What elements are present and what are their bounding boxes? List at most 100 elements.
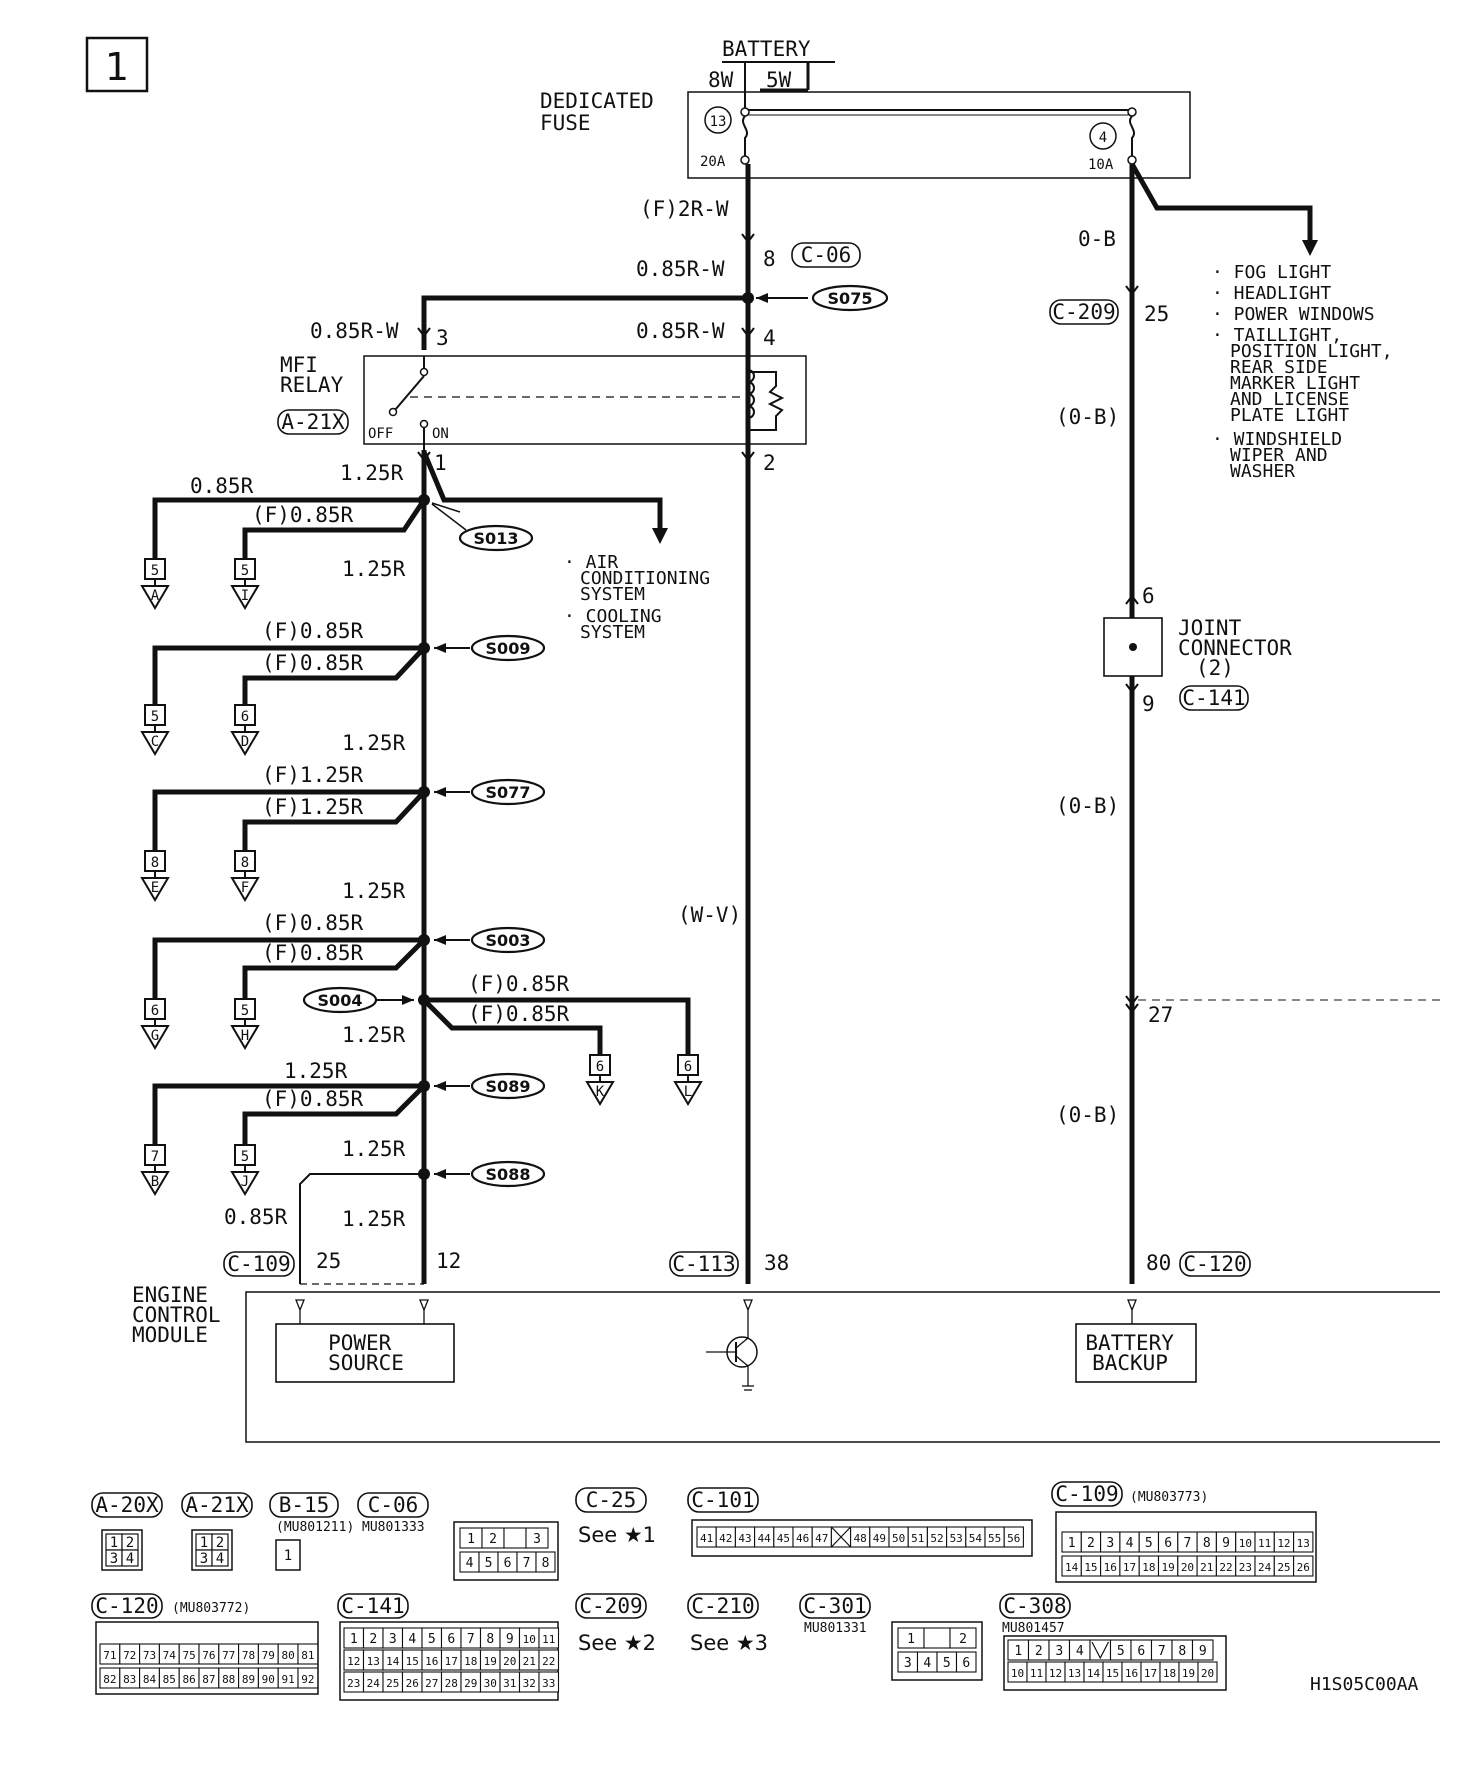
wire-ob-3: (0-B)	[1056, 1103, 1119, 1127]
branch-terminal-letter: G	[151, 1028, 159, 1044]
legend-pin: 1	[1068, 1536, 1076, 1551]
legend-pin: 8	[1178, 1644, 1186, 1659]
legend-pin: 3	[1055, 1644, 1063, 1659]
legend-a21x-label: A-21X	[185, 1493, 249, 1517]
legend-pin: 88	[222, 1673, 235, 1686]
legend-pin: 10	[523, 1633, 536, 1646]
legend-pin: 19	[484, 1655, 497, 1668]
legend-pin: 13	[1297, 1537, 1310, 1550]
legend-pin: 41	[700, 1532, 713, 1545]
legend-pin: 15	[1106, 1667, 1119, 1680]
legend-pin: 24	[1258, 1561, 1272, 1574]
branch-terminal-pin: 6	[151, 1003, 159, 1019]
fuse-13-marker	[704, 106, 732, 134]
relay-coil-line: (F)2R-W 0.85R-W 8 C-06 S075 0.85R-W 3 0.…	[310, 164, 889, 1284]
legend-pin: 9	[1222, 1536, 1230, 1551]
branch-terminal: 5C	[140, 702, 170, 756]
branch-terminal: 6K	[585, 1052, 615, 1106]
branch-terminal: 6L	[673, 1052, 703, 1106]
branch-terminal-letter: K	[596, 1084, 605, 1100]
legend-pin: 9	[1199, 1644, 1207, 1659]
legend-pin: 3	[389, 1632, 397, 1647]
legend-pin: 4	[1076, 1644, 1084, 1659]
legend-pin: 14	[1065, 1561, 1079, 1574]
pin-6: 6	[1142, 584, 1155, 608]
legend-pin: 2	[959, 1632, 967, 1647]
pin-3: 3	[436, 326, 449, 350]
legend-pin: 5	[1117, 1644, 1125, 1659]
wire-125r-5: 1.25R	[342, 1023, 406, 1047]
wire-f085-s004a: (F)0.85R	[468, 972, 570, 996]
legend-pin: 26	[1297, 1561, 1310, 1574]
splice-s009	[470, 634, 546, 662]
battery: BATTERY 8W 5W	[708, 37, 835, 104]
legend-pin: 1	[1014, 1644, 1022, 1659]
legend-pin: 25	[386, 1677, 399, 1690]
legend-c209-see: See ★2	[578, 1631, 656, 1655]
wire-125r-2: 1.25R	[342, 557, 406, 581]
wire-f085-s004b: (F)0.85R	[468, 1002, 570, 1026]
legend-pin: 33	[542, 1677, 555, 1690]
page-number-box: 1	[85, 36, 149, 93]
branch-terminal-letter: L	[684, 1084, 692, 1100]
pin-80: 80	[1146, 1251, 1171, 1275]
legend-pin: 20	[503, 1655, 516, 1668]
branch-terminal-pin: 6	[596, 1059, 604, 1075]
connector-c209	[1049, 299, 1119, 325]
wire-125r-1: 1.25R	[340, 461, 404, 485]
legend-pin: 86	[182, 1673, 195, 1686]
legend-pin: 85	[163, 1673, 176, 1686]
legend-pin: 3	[533, 1532, 541, 1547]
legend-pin: 7	[1184, 1536, 1192, 1551]
branch-terminal-letter: E	[151, 880, 159, 896]
legend-pin: 19	[1162, 1561, 1175, 1574]
branch-terminal: 5J	[230, 1142, 260, 1196]
legend-pin: 55	[988, 1532, 1001, 1545]
pin-9: 9	[1142, 692, 1155, 716]
splice-s003	[470, 926, 546, 954]
branch-terminal-pin: 8	[241, 855, 249, 871]
connector-a21x-label: A-21X	[281, 410, 345, 434]
legend-pin: 25	[1277, 1561, 1290, 1574]
splice-s009-label: S009	[486, 639, 531, 658]
legend-pin: 16	[1125, 1667, 1138, 1680]
fuse4-loads: · FOG LIGHT · HEADLIGHT · POWER WINDOWS …	[1212, 262, 1403, 482]
legend-pin: 12	[1277, 1537, 1290, 1550]
branch-terminal-pin: 6	[684, 1059, 692, 1075]
legend-pin: 10	[1239, 1537, 1252, 1550]
legend-pin: 28	[445, 1677, 458, 1690]
legend-pin: 8	[542, 1556, 550, 1571]
legend-pin: 4	[126, 1551, 134, 1567]
pin-1: 1	[434, 451, 447, 475]
legend-pin: 48	[854, 1532, 867, 1545]
legend-c109-label: C-109	[1055, 1482, 1118, 1506]
pin-4: 4	[763, 326, 776, 350]
connector-c113	[669, 1251, 739, 1277]
relay-on-label: ON	[432, 426, 449, 442]
battery-backup-box	[1075, 1323, 1197, 1383]
legend-pin: 76	[202, 1649, 215, 1662]
legend-pin: 19	[1182, 1667, 1195, 1680]
legend-pin: 18	[1163, 1667, 1176, 1680]
pin-2: 2	[763, 451, 776, 475]
connector-c120	[1179, 1251, 1251, 1277]
splice-s077	[470, 778, 546, 806]
legend-pin: 8	[1203, 1536, 1211, 1551]
legend-pin: 47	[815, 1532, 828, 1545]
legend-pin: 24	[367, 1677, 381, 1690]
legend-pin: 17	[445, 1655, 458, 1668]
battery-wire-5w: 5W	[766, 68, 792, 92]
splice-s004	[302, 986, 378, 1014]
legend-pin: 79	[262, 1649, 275, 1662]
legend-pin: 3	[1106, 1536, 1114, 1551]
figure-code: H1S05C00AA	[1310, 1674, 1419, 1695]
branch-terminal: 5I	[230, 556, 260, 610]
legend-b15-pin: 1	[284, 1548, 292, 1564]
branch-terminal: 7B	[140, 1142, 170, 1196]
legend-pin: 4	[1126, 1536, 1134, 1551]
legend-pin: 14	[386, 1655, 400, 1668]
